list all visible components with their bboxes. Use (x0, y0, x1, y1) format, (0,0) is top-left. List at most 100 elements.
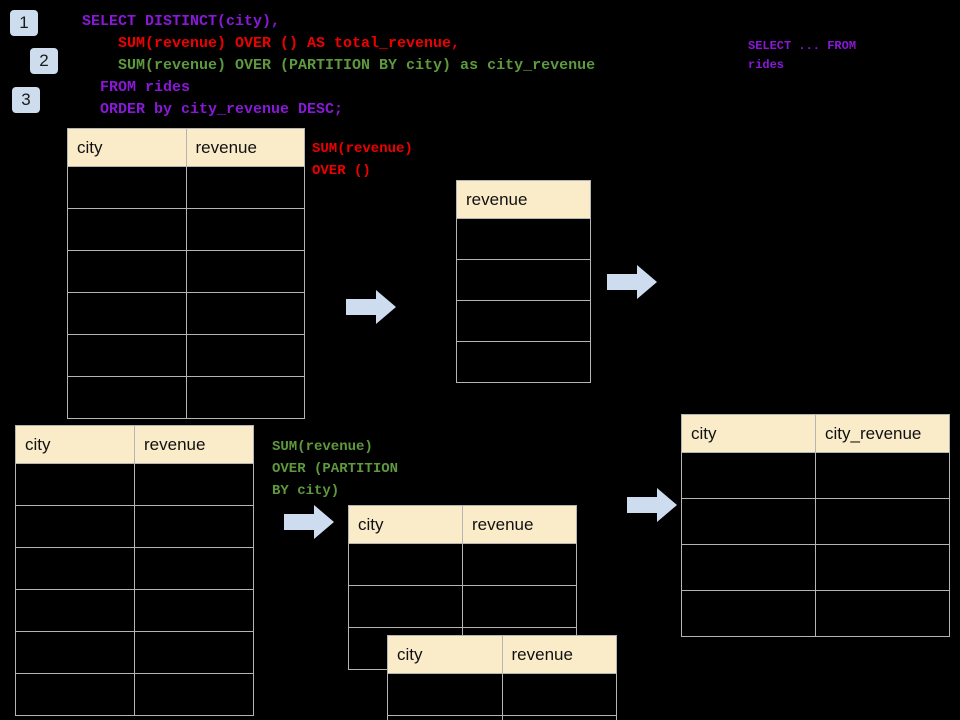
table-cell (185, 208, 305, 251)
table-row (67, 250, 305, 293)
table-cell (815, 452, 950, 499)
final-result-table: city city_revenue (681, 414, 950, 637)
table-cell (15, 547, 135, 590)
table-cell (67, 208, 187, 251)
table-row (681, 452, 950, 499)
step-badge-3: 3 (12, 87, 40, 113)
table-cell (134, 463, 254, 506)
partition-table-front: city revenue (387, 635, 617, 720)
table-cell (462, 543, 577, 586)
table-cell (681, 452, 816, 499)
table-cell (456, 218, 591, 260)
table-cell (348, 543, 463, 586)
column-header-revenue: revenue (462, 505, 577, 544)
annotation-city-revenue-line1: SUM(revenue) (272, 439, 373, 455)
table-cell (387, 673, 503, 716)
sql-line-order-by: ORDER by city_revenue DESC; (82, 101, 344, 118)
column-header-city: city (348, 505, 463, 544)
table-cell (134, 547, 254, 590)
table-cell (185, 376, 305, 419)
column-header-city: city (681, 414, 816, 453)
table-row (67, 376, 305, 419)
table-cell (134, 589, 254, 632)
table-cell (681, 498, 816, 545)
table-row (15, 547, 254, 590)
column-header-revenue: revenue (456, 180, 591, 219)
table-cell (134, 673, 254, 716)
table-row (15, 505, 254, 548)
sql-line-total-revenue: SUM(revenue) OVER () AS total_revenue, (82, 35, 461, 52)
table-row (387, 715, 617, 720)
column-header-city-revenue: city_revenue (815, 414, 950, 453)
arrow-total-to-result (607, 265, 657, 304)
table-cell (67, 334, 187, 377)
arrow-partition-to-result (627, 488, 677, 527)
table-cell (185, 334, 305, 377)
table-row (348, 543, 577, 586)
table-row (15, 631, 254, 674)
table-row (681, 544, 950, 591)
table-cell (815, 498, 950, 545)
table-row (456, 218, 591, 260)
table-cell (67, 166, 187, 209)
table-cell (185, 250, 305, 293)
table-cell (134, 505, 254, 548)
column-header-city: city (387, 635, 503, 674)
table-cell (387, 715, 503, 720)
annotation-city-revenue-line3: BY city) (272, 483, 340, 499)
table-cell (15, 631, 135, 674)
column-header-revenue: revenue (501, 635, 617, 674)
table-row (456, 259, 591, 301)
column-header-city: city (67, 128, 187, 167)
table-header-row: city revenue (348, 505, 577, 544)
arrow-source-to-partition (284, 505, 334, 544)
sql-line-from: FROM rides (82, 79, 191, 96)
table-cell (815, 590, 950, 637)
table-cell (501, 673, 617, 716)
table-cell (456, 300, 591, 342)
arrow-source-to-total (346, 290, 396, 329)
table-cell (67, 292, 187, 335)
sql-line-select: SELECT DISTINCT(city), (82, 13, 281, 30)
table-row (15, 673, 254, 716)
table-cell (134, 631, 254, 674)
annotation-total-revenue-line2: OVER () (312, 163, 371, 179)
side-note-line-2: rides (748, 58, 785, 72)
table-row (456, 341, 591, 383)
annotation-total-revenue-line1: SUM(revenue) (312, 141, 413, 157)
table-row (15, 589, 254, 632)
table-cell (15, 505, 135, 548)
table-cell (15, 673, 135, 716)
table-row (67, 292, 305, 335)
step-badge-2: 2 (30, 48, 58, 74)
table-row (67, 166, 305, 209)
table-header-row: city revenue (67, 128, 305, 167)
table-cell (348, 585, 463, 628)
table-row (67, 334, 305, 377)
table-header-row: city revenue (15, 425, 254, 464)
column-header-revenue: revenue (185, 128, 305, 167)
table-header-row: revenue (456, 180, 591, 219)
table-header-row: city city_revenue (681, 414, 950, 453)
table-cell (456, 259, 591, 301)
table-row (348, 585, 577, 628)
table-row (456, 300, 591, 342)
rides-source-table-bottom: city revenue (15, 425, 254, 716)
table-cell (462, 585, 577, 628)
table-header-row: city revenue (387, 635, 617, 674)
table-cell (15, 463, 135, 506)
table-cell (815, 544, 950, 591)
table-cell (15, 589, 135, 632)
table-cell (67, 376, 187, 419)
table-row (387, 673, 617, 716)
table-cell (681, 544, 816, 591)
table-row (681, 590, 950, 637)
table-cell (185, 292, 305, 335)
table-cell (501, 715, 617, 720)
table-row (681, 498, 950, 545)
total-revenue-table: revenue (456, 180, 591, 383)
table-cell (67, 250, 187, 293)
table-cell (456, 341, 591, 383)
annotation-city-revenue-line2: OVER (PARTITION (272, 461, 399, 477)
